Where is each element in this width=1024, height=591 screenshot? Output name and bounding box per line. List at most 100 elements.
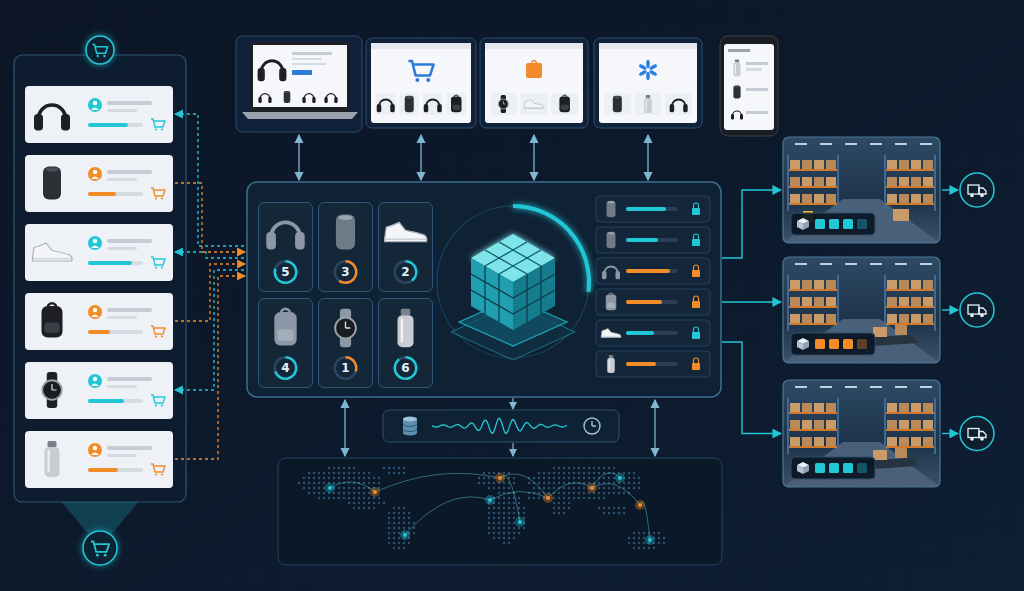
avatar-head — [93, 101, 97, 105]
map-dot — [488, 522, 490, 524]
map-dot — [508, 517, 510, 519]
sync-arrow — [647, 135, 648, 180]
headphones-icon — [602, 267, 620, 280]
order-flow-line — [175, 252, 245, 258]
order-flow-line — [175, 270, 245, 390]
map-dot — [493, 507, 495, 509]
stock-box — [814, 403, 824, 412]
map-dot — [308, 492, 310, 494]
product-thumb — [551, 93, 578, 115]
stock-tile: 1 — [318, 298, 373, 388]
map-dot — [393, 527, 395, 529]
map-dot — [403, 467, 405, 469]
map-dot — [553, 502, 555, 504]
stock-box — [790, 297, 800, 306]
map-dot — [373, 507, 375, 509]
map-dot — [503, 472, 505, 474]
cart-icon — [151, 257, 165, 269]
map-dot — [348, 487, 350, 489]
text-placeholder — [292, 52, 332, 55]
spark-logo-petal — [649, 63, 658, 70]
lock-shackle — [694, 265, 699, 270]
stock-box — [911, 160, 921, 169]
map-dot — [538, 497, 540, 499]
lock-icon — [692, 358, 700, 370]
map-dot — [398, 522, 400, 524]
stock-track — [626, 362, 678, 366]
mini-cube-right — [803, 341, 809, 350]
map-dot — [498, 487, 500, 489]
hub-dot — [403, 533, 407, 537]
map-dot — [308, 477, 310, 479]
truck-cab — [979, 188, 986, 194]
headphones-icon — [258, 94, 271, 103]
ear-cup — [437, 104, 442, 112]
stock-box — [887, 420, 897, 429]
map-dot — [388, 522, 390, 524]
map-dot — [388, 537, 390, 539]
avatar-head — [93, 377, 97, 381]
stock-box — [802, 194, 812, 203]
map-dot — [393, 532, 395, 534]
watch-icon — [498, 95, 508, 113]
map-dot — [478, 482, 480, 484]
speaker-top — [614, 96, 621, 98]
map-dot — [358, 492, 360, 494]
map-dot — [623, 507, 625, 509]
cart-icon — [151, 395, 165, 407]
text-placeholder — [107, 377, 152, 381]
stock-box — [790, 177, 800, 186]
map-dot — [498, 532, 500, 534]
map-dot — [638, 482, 640, 484]
map-dot — [558, 502, 560, 504]
map-dot — [398, 467, 400, 469]
map-dot — [298, 482, 300, 484]
map-dot — [588, 467, 590, 469]
product-thumb — [376, 93, 396, 115]
shelf-beam — [884, 446, 936, 448]
map-dot — [603, 477, 605, 479]
cube-grid — [498, 274, 499, 322]
stock-row — [596, 227, 710, 253]
ceiling-light — [895, 143, 907, 145]
shoe-upper — [33, 243, 73, 261]
shelf-beam — [884, 289, 936, 291]
shoe-sole — [385, 239, 427, 240]
map-dot — [488, 482, 490, 484]
cart-wheel — [155, 197, 157, 199]
lock-body — [692, 301, 700, 308]
bottle-body — [398, 315, 414, 347]
map-dot — [333, 482, 335, 484]
map-dot — [498, 537, 500, 539]
stock-box — [814, 297, 824, 306]
map-dot — [388, 472, 390, 474]
map-dot — [358, 472, 360, 474]
map-dot — [493, 522, 495, 524]
grid-line — [0, 576, 1024, 577]
map-dot — [613, 482, 615, 484]
stock-box — [814, 177, 824, 186]
progress-fill — [88, 330, 110, 334]
truck-wheel — [980, 314, 984, 318]
map-dot — [643, 542, 645, 544]
warehouse-photo — [783, 137, 940, 243]
ear-cup — [34, 114, 43, 131]
map-dot — [603, 492, 605, 494]
store-screen — [599, 43, 697, 123]
map-dot — [318, 477, 320, 479]
shoe-sole — [601, 336, 621, 337]
store-header — [485, 43, 583, 49]
text-placeholder — [107, 316, 137, 319]
stock-box — [899, 280, 909, 289]
shipping-route — [405, 497, 490, 535]
map-dot — [653, 532, 655, 534]
map-dot — [508, 487, 510, 489]
bottle-cap — [401, 309, 411, 315]
cube-right — [513, 258, 555, 330]
map-dot — [598, 487, 600, 489]
shelf-beam — [884, 412, 936, 414]
phone-body — [720, 36, 778, 136]
map-dot — [368, 492, 370, 494]
cart-wheel — [161, 128, 163, 130]
